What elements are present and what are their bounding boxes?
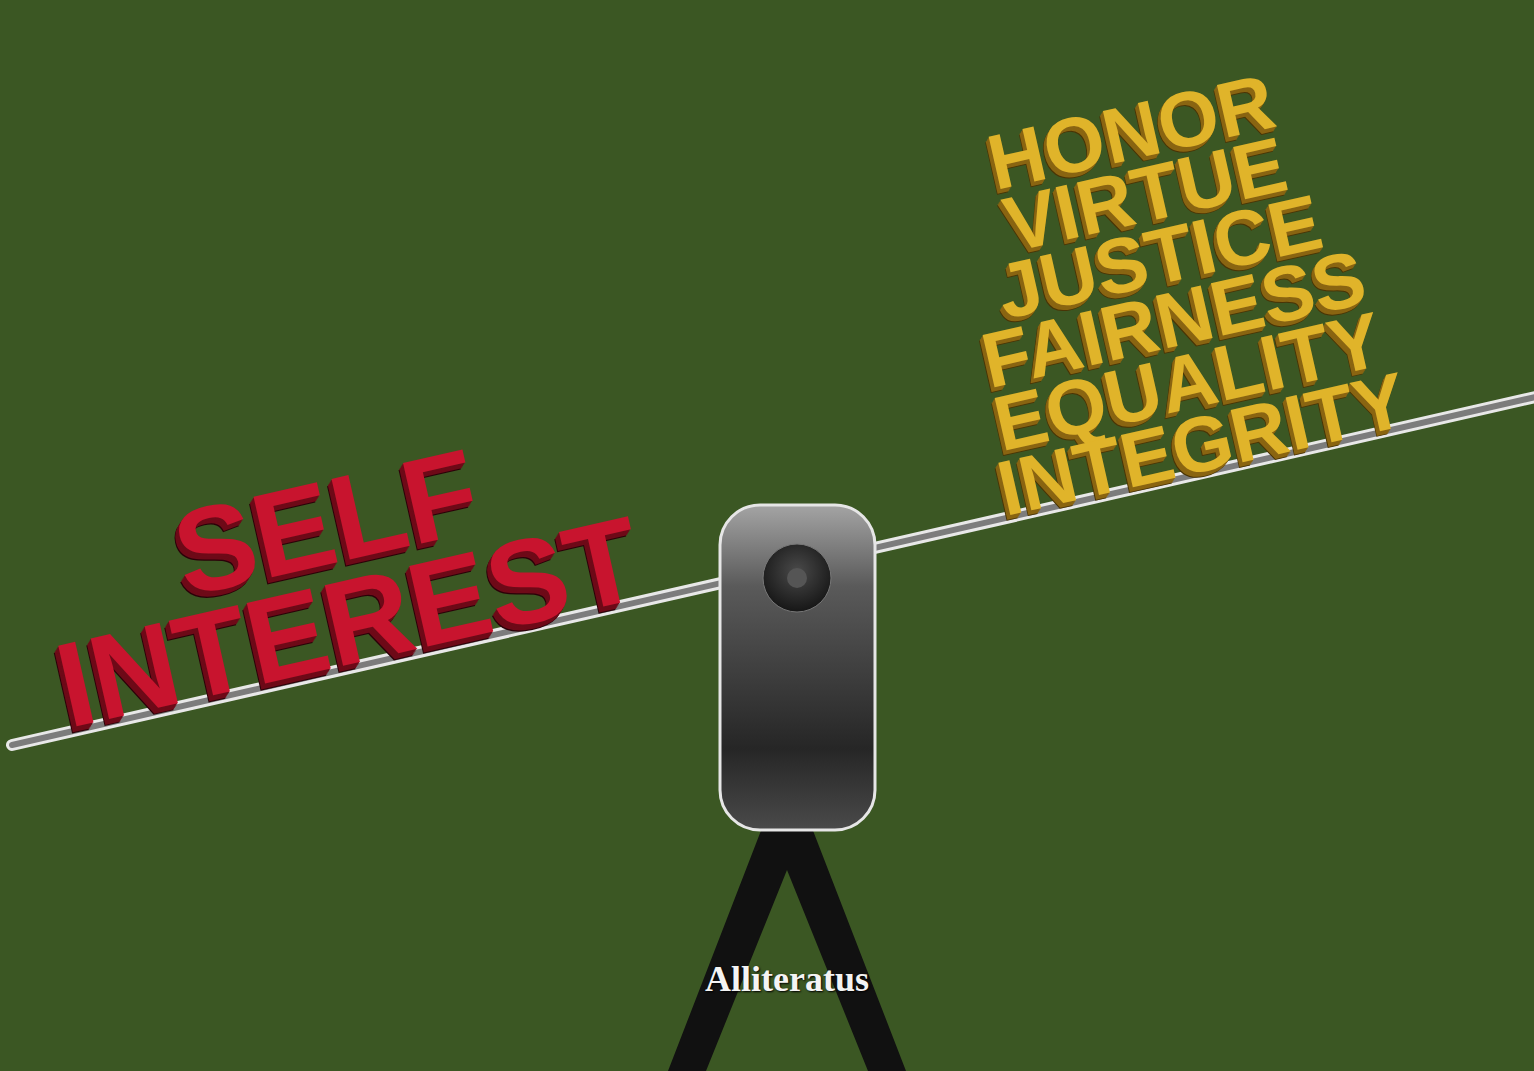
weight-word: SELF INTEREST bbox=[3, 401, 672, 742]
pivot-bolt-center bbox=[787, 568, 807, 588]
pivot-block bbox=[720, 505, 875, 830]
self-interest-weight: SELF INTEREST bbox=[3, 401, 672, 742]
watermark-text: Alliteratus bbox=[637, 960, 937, 1000]
virtues-weight: HONORVIRTUEJUSTICEFAIRNESSEQUALITYINTEGR… bbox=[900, 51, 1434, 527]
pivot-bolt bbox=[763, 544, 831, 612]
watermark: Alliteratus bbox=[637, 960, 937, 1000]
stand-legs bbox=[668, 828, 906, 1071]
